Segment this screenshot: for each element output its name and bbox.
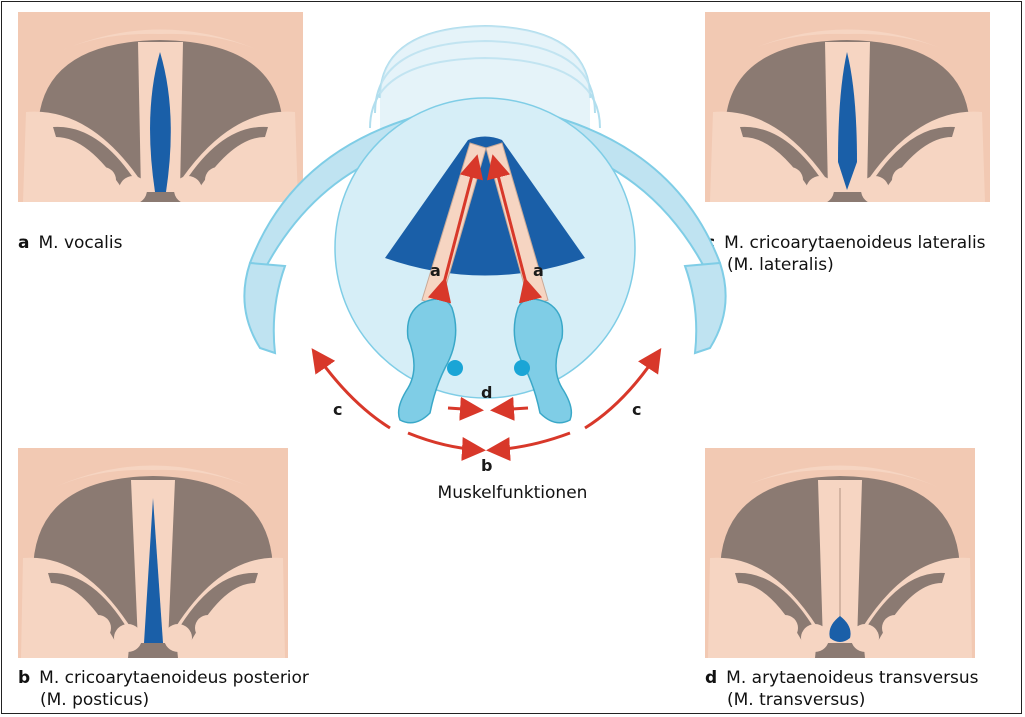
caption-posticus: b M. cricoarytaenoideus posterior (M. pos… xyxy=(18,667,309,711)
label-d: d xyxy=(481,383,492,402)
label-a-right: a xyxy=(533,261,544,280)
label-c-left: c xyxy=(333,400,342,419)
arrow-b-left xyxy=(408,433,480,450)
caption-text: M. cricoarytaenoideus posterior xyxy=(39,668,309,688)
caption-text-sub: (M. transversus) xyxy=(705,689,979,711)
label-b: b xyxy=(481,456,492,475)
label-a-left: a xyxy=(430,261,441,280)
arrow-b-right xyxy=(492,433,570,450)
arytenoid-joint-left xyxy=(447,360,463,376)
larynx-view-posticus xyxy=(18,448,288,658)
arytenoid-joint-right xyxy=(514,360,530,376)
caption-lateralis: cM. cricoarytaenoideus lateralis (M. lat… xyxy=(705,232,986,276)
caption-letter: a xyxy=(18,233,29,253)
arrow-c-left xyxy=(315,353,390,428)
outer-arch-right xyxy=(685,263,726,353)
caption-letter: b xyxy=(18,668,30,688)
outer-arch-left xyxy=(244,263,285,353)
caption-vocalis: a M. vocalis xyxy=(18,232,123,254)
caption-text-sub: (M. posticus) xyxy=(18,689,309,711)
muscle-function-diagram: a a c c d b xyxy=(230,8,730,478)
arrow-d-right xyxy=(496,408,528,410)
caption-text: M. vocalis xyxy=(38,233,122,253)
caption-transversus: d M. arytaenoideus transversus (M. transv… xyxy=(705,667,979,711)
arrow-d-left xyxy=(448,408,478,410)
larynx-view-transversus xyxy=(705,448,975,658)
caption-text: M. arytaenoideus transversus xyxy=(726,668,978,688)
caption-text: M. cricoarytaenoideus lateralis xyxy=(724,233,985,253)
larynx-view-lateralis xyxy=(705,12,990,202)
label-c-right: c xyxy=(632,400,641,419)
diagram-caption: Muskelfunktionen xyxy=(0,483,1025,503)
caption-text-sub: (M. lateralis) xyxy=(705,254,986,276)
arrow-c-right xyxy=(585,353,658,428)
caption-letter: d xyxy=(705,668,717,688)
